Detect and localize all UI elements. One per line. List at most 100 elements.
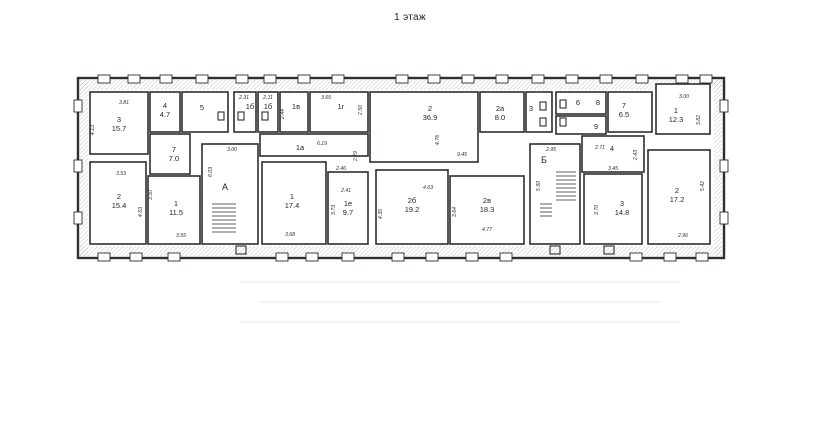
room-number: 2: [428, 104, 432, 113]
room-number: 2: [117, 192, 121, 201]
room-number: 3: [620, 199, 624, 208]
room-number: 5: [200, 103, 204, 112]
room-left-3: [89, 91, 149, 155]
room-left-1: [147, 175, 201, 245]
room-number: 1: [290, 192, 294, 201]
stair-a-door: [235, 245, 247, 255]
dimension-label: 3.68: [285, 232, 295, 238]
dimension-label: 4.63: [423, 185, 433, 191]
room-2v: [449, 175, 525, 245]
wall-hatch-right: [714, 80, 722, 256]
room-number: 1в: [292, 102, 300, 111]
room-number: 7: [172, 145, 176, 154]
room-number: 1г: [338, 102, 345, 111]
stair-b-label: Б: [541, 155, 547, 165]
wall-hatch-top: [80, 80, 722, 90]
dimension-label: 5.90: [536, 181, 542, 191]
room-1v: [279, 91, 309, 133]
room-area: 9.7: [343, 208, 353, 217]
dimension-label: 2.29: [353, 151, 359, 162]
room-area: 8.0: [495, 113, 505, 122]
room-left-5: [181, 91, 229, 133]
room-number: 9: [594, 122, 598, 131]
dimension-label: 2.31: [238, 95, 249, 101]
room-number: 1б: [246, 102, 254, 111]
stair-b-steps: [540, 171, 576, 217]
dimension-label: 4.76: [435, 135, 441, 145]
room-number: 4: [163, 101, 167, 110]
room-area: 11.5: [169, 208, 183, 217]
room-number: 2в: [483, 196, 491, 205]
dimension-label: 2.44: [280, 109, 286, 120]
dimension-label: 6.03: [208, 167, 214, 177]
room-number: 1а: [296, 143, 305, 152]
dimension-label: 2.50: [358, 105, 364, 116]
dimension-label: 9.45: [457, 152, 467, 158]
dimension-label: 6.19: [317, 141, 327, 147]
room-right-7: [607, 91, 653, 133]
room-right-9: [555, 115, 607, 135]
dimension-label: 3.00: [227, 147, 237, 153]
room-area: 19.2: [405, 205, 420, 214]
dimension-label: 3.82: [696, 115, 702, 125]
dimension-label: 3.64: [452, 207, 458, 217]
dimension-label: 2.43: [633, 150, 639, 161]
room-number: 8: [596, 98, 600, 107]
room-area: 36.9: [423, 113, 438, 122]
room-number: 7: [622, 101, 626, 110]
room-left-7: [149, 133, 191, 175]
room-number: 2а: [496, 104, 505, 113]
room-area: 17.2: [670, 195, 685, 204]
room-area: 18.3: [480, 205, 495, 214]
dimension-label: 3.45: [608, 166, 618, 172]
room-right-4: [581, 135, 645, 173]
room-number: 1е: [344, 199, 352, 208]
dimension-label: 3.70: [594, 205, 600, 215]
room-area: 15.7: [112, 124, 127, 133]
room-number: 2б: [408, 196, 416, 205]
toilet-icon: [217, 99, 567, 127]
dimension-label: 2.71: [594, 145, 605, 151]
dimension-label: 3.81: [119, 100, 129, 106]
dimension-label: 3.50: [148, 190, 154, 200]
room-1e: [327, 171, 369, 245]
room-left-4: [149, 91, 181, 133]
dimension-label: 2.95: [545, 147, 556, 153]
floor-title: 1 этаж: [394, 12, 426, 23]
dimension-label: 4.13: [90, 125, 96, 135]
room-1g: [309, 91, 369, 133]
room-2b: [375, 169, 449, 245]
bleed-through-marks: [240, 281, 680, 323]
stair-a-label: А: [222, 182, 228, 192]
room-area: 14.8: [615, 208, 630, 217]
stair-b-box: [529, 143, 581, 245]
dimension-label: 4.35: [378, 209, 384, 219]
room-right-3s: [525, 91, 553, 133]
dimension-label: 3.55: [176, 233, 186, 239]
room-big-2: [369, 91, 479, 163]
dimension-label: 3.00: [679, 94, 689, 100]
windows-sides: [73, 99, 729, 225]
room-1a-corridor: [259, 133, 369, 157]
dimension-label: 5.42: [700, 181, 706, 191]
room-right-1: [655, 83, 711, 135]
dimension-label: 2.96: [677, 233, 688, 239]
dimension-label: 2.11: [262, 95, 273, 101]
wall-hatch-left: [80, 80, 88, 256]
dimension-label: 3.73: [331, 205, 337, 215]
windows-bottom: [97, 252, 709, 262]
stair-a-box: [201, 143, 259, 245]
right-door-bottom: [603, 245, 615, 255]
room-number: 1б: [264, 102, 272, 111]
room-number: 3: [529, 104, 533, 113]
room-number: 1: [674, 106, 678, 115]
room-number: 1: [174, 199, 178, 208]
room-number: 6: [576, 98, 580, 107]
dimension-label: 3.65: [321, 95, 331, 101]
stair-b-door: [549, 245, 561, 255]
room-c-1: [261, 161, 327, 245]
room-right-2: [647, 149, 711, 245]
dimension-label: 4.63: [138, 207, 144, 217]
room-left-2: [89, 161, 147, 245]
